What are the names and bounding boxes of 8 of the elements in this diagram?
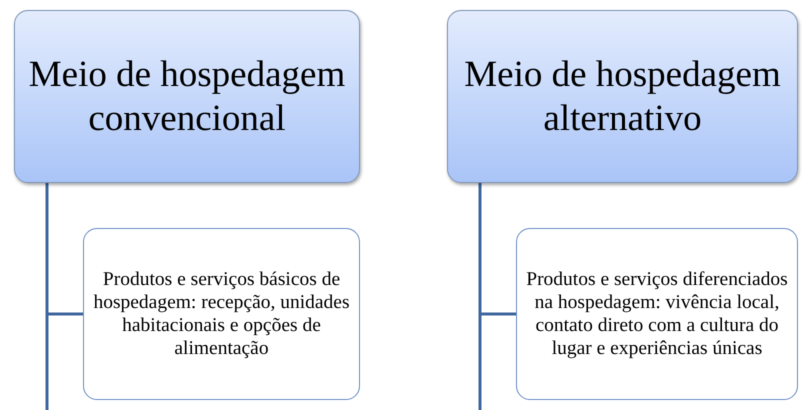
description-text: Produtos e serviços diferenciados na hospedagem: vivência local, contato direto com a cultura do lugar e experiências únicas [525,268,789,360]
description-box [83,228,360,400]
category-box [447,10,798,183]
category-title: Meio de hospedagem convencional [28,52,346,140]
description-box [516,228,798,400]
category-title: Meio de hospedagem alternativo [463,52,782,140]
description-text: Produtos e serviços básicos de hospedagem: recepção, unidades habitacionais e opções de alimentação [92,268,351,360]
category-box [14,10,360,183]
